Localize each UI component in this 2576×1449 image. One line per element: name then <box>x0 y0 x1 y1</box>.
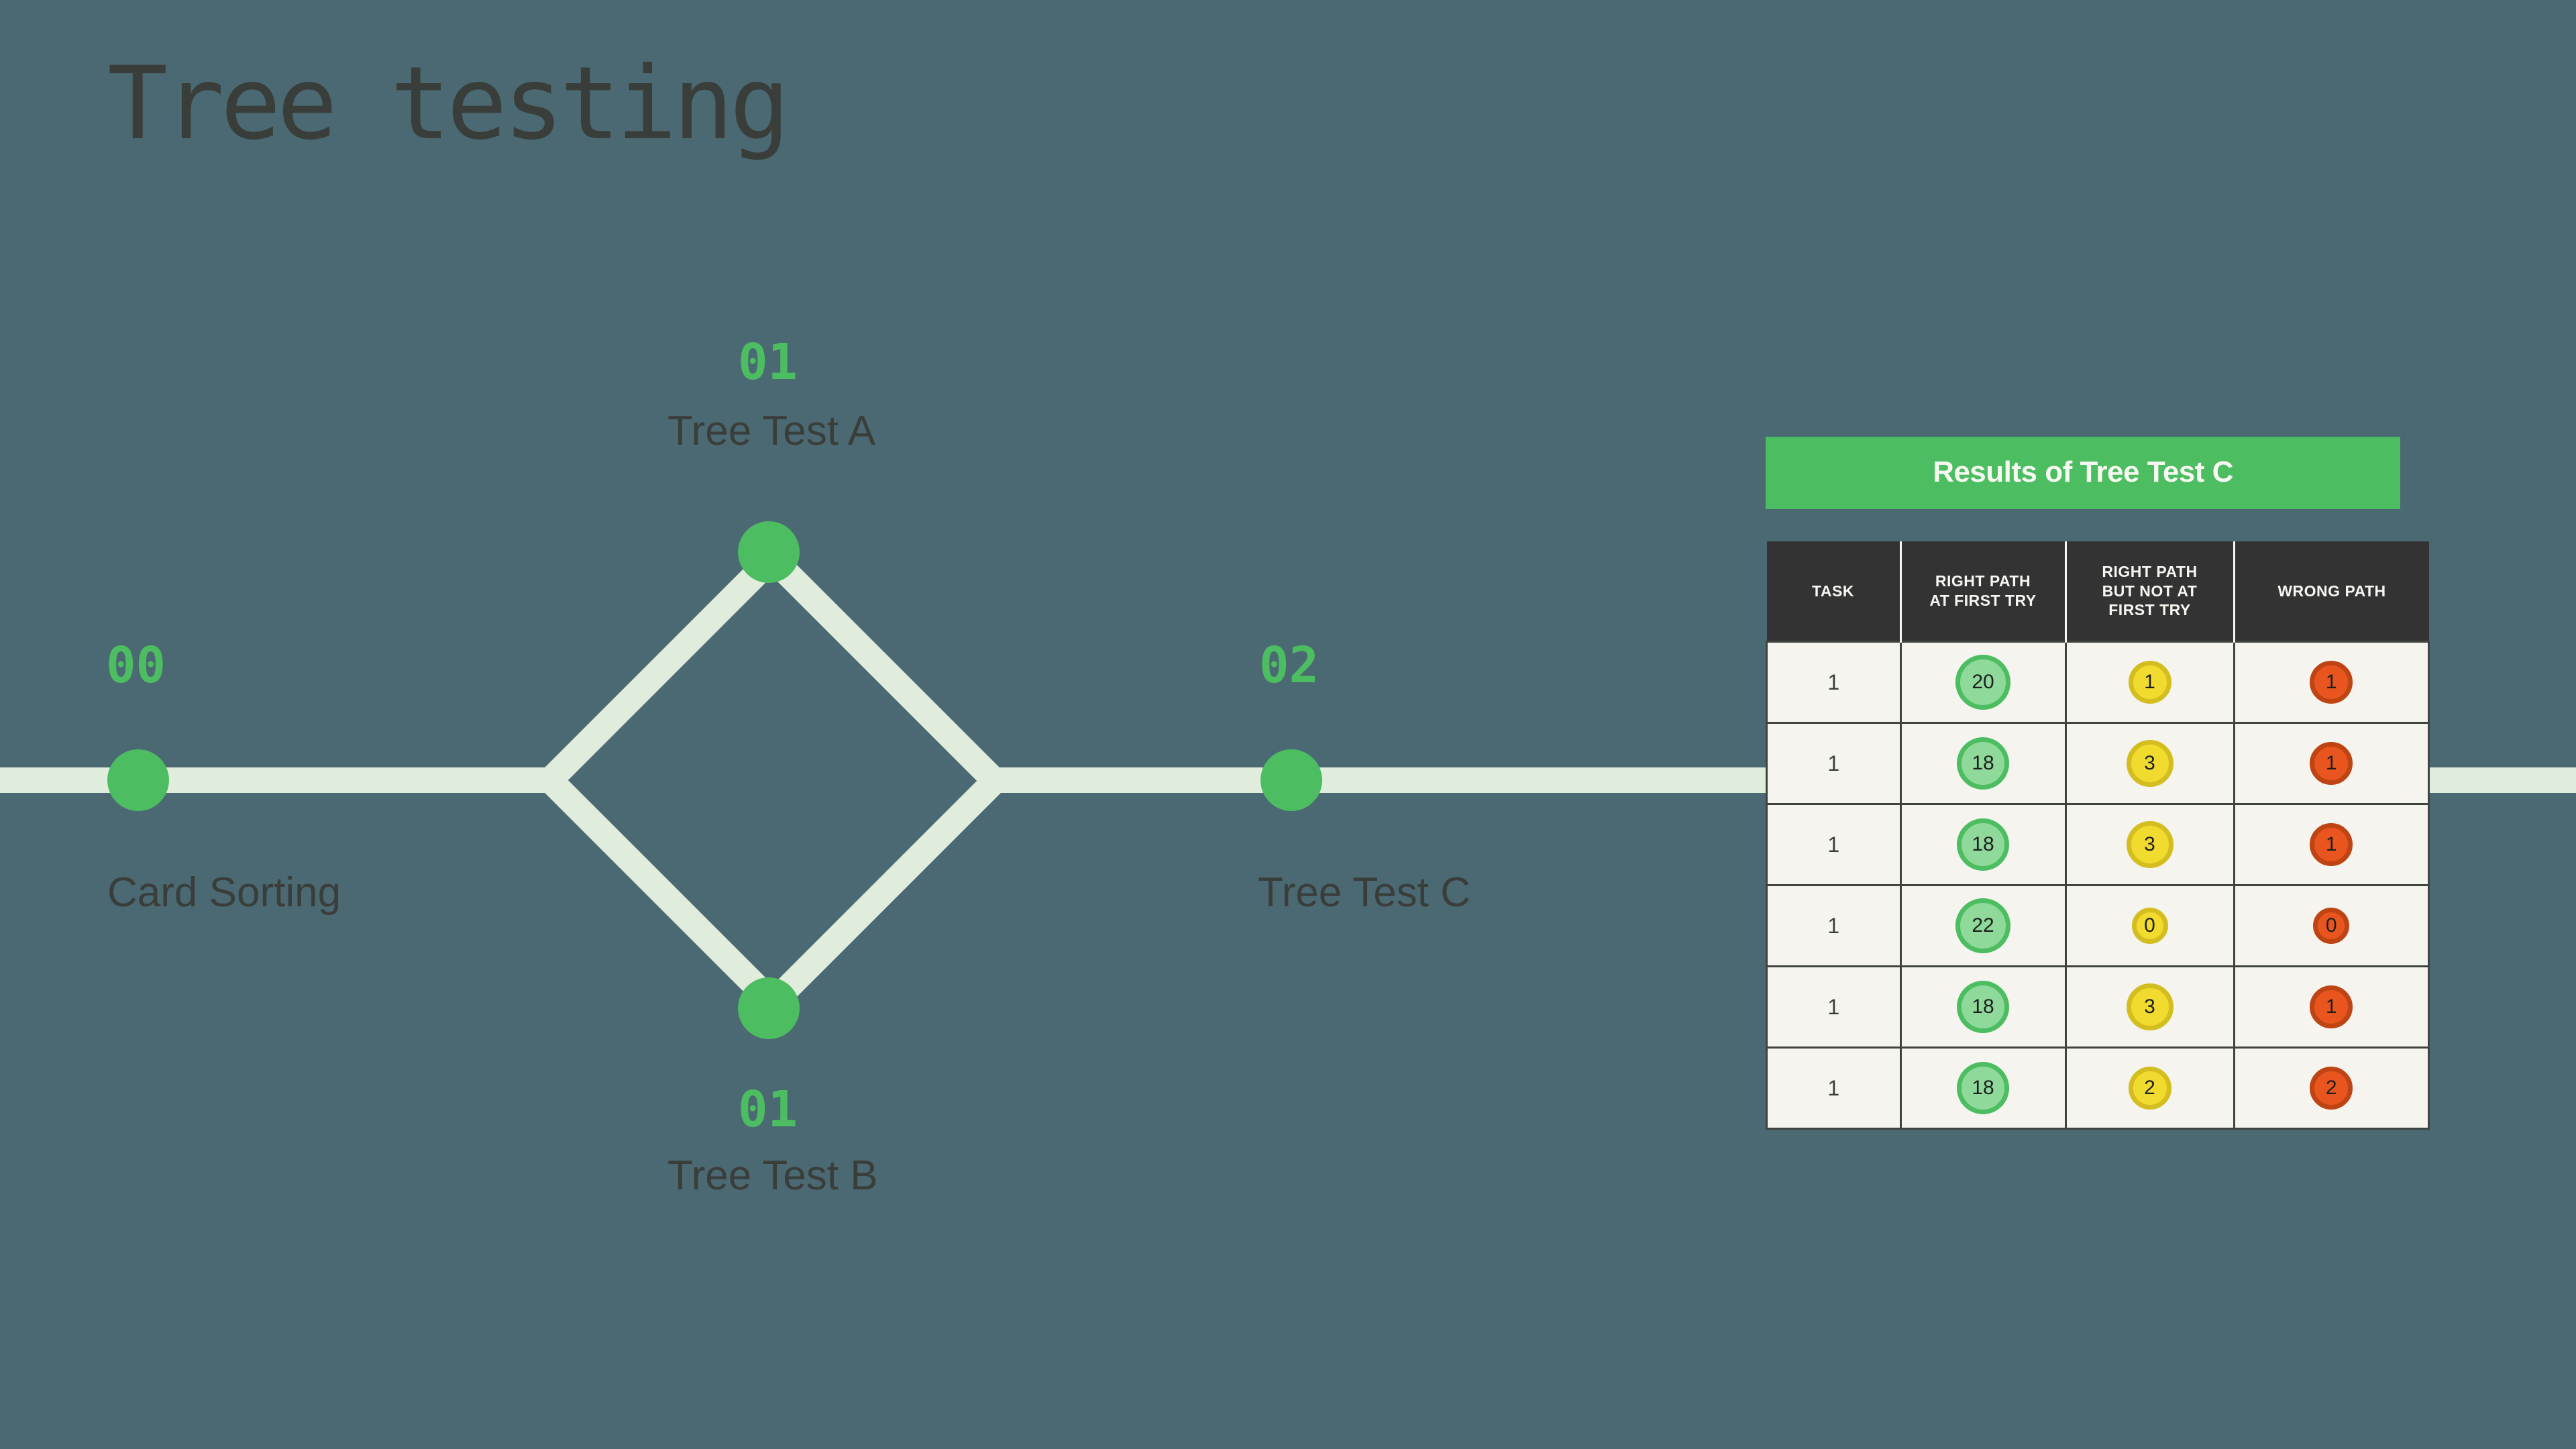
value-badge-orange: 1 <box>2310 823 2353 866</box>
timeline-node-tree-test-c[interactable] <box>1260 749 1322 811</box>
value-badge-orange: 0 <box>2313 908 2350 944</box>
cell-right-not-first: 3 <box>2064 803 2235 886</box>
table-row: 1 22 0 0 <box>1766 884 2430 967</box>
cell-wrong-path: 1 <box>2233 722 2430 805</box>
value-badge-green: 18 <box>1957 737 2009 790</box>
results-table: TASK RIGHT PATH AT FIRST TRY RIGHT PATH BU… <box>1766 541 2430 1130</box>
cell-wrong-path: 1 <box>2233 641 2430 724</box>
value-badge-orange: 2 <box>2310 1067 2353 1110</box>
value-badge-green: 18 <box>1957 981 2009 1033</box>
cell-right-first: 20 <box>1899 641 2067 724</box>
table-header-row: TASK RIGHT PATH AT FIRST TRY RIGHT PATH BU… <box>1766 541 2429 642</box>
timeline-rail-left <box>0 767 564 793</box>
cell-right-first: 18 <box>1899 1046 2067 1130</box>
cell-task: 1 <box>1766 722 1902 805</box>
value-badge-yellow: 0 <box>2131 908 2168 944</box>
column-header-task: TASK <box>1766 541 1902 642</box>
value-badge-yellow: 3 <box>2126 983 2174 1030</box>
timeline-branch-up-right <box>762 548 1004 790</box>
value-badge-green: 22 <box>1955 898 2010 953</box>
cell-task: 1 <box>1766 965 1902 1049</box>
value-badge-orange: 1 <box>2310 661 2353 704</box>
timeline-branch-down-right <box>762 772 1004 1014</box>
step-number-01a: 01 <box>738 333 798 391</box>
cell-right-not-first: 1 <box>2064 641 2235 724</box>
column-header-wrong-path: WRONG PATH <box>2233 541 2429 642</box>
step-label-card-sorting: Card Sorting <box>107 869 341 916</box>
cell-task: 1 <box>1766 1046 1902 1130</box>
cell-right-first: 22 <box>1899 884 2067 967</box>
column-header-line: AT FIRST TRY <box>1929 592 2037 609</box>
value-badge-orange: 1 <box>2310 985 2353 1028</box>
timeline-node-tree-test-b[interactable] <box>738 977 800 1039</box>
cell-wrong-path: 1 <box>2233 803 2430 886</box>
step-label-tree-test-b: Tree Test B <box>667 1152 878 1199</box>
column-header-line: WRONG PATH <box>2277 582 2386 600</box>
timeline-branch-down-left <box>541 771 782 1012</box>
cell-wrong-path: 0 <box>2233 884 2430 967</box>
table-row: 1 18 3 1 <box>1766 965 2430 1049</box>
value-badge-yellow: 3 <box>2126 821 2174 868</box>
value-badge-yellow: 3 <box>2126 740 2174 787</box>
cell-right-first: 18 <box>1899 722 2067 805</box>
step-number-02: 02 <box>1259 637 1320 694</box>
value-badge-green: 18 <box>1957 1062 2009 1114</box>
timeline-rail-middle <box>986 767 1778 793</box>
step-number-01b: 01 <box>738 1081 798 1138</box>
column-header-line: TASK <box>1812 582 1854 600</box>
cell-right-not-first: 0 <box>2064 884 2235 967</box>
page-title: Tree testing <box>107 46 790 162</box>
table-row: 1 20 1 1 <box>1766 641 2430 724</box>
step-label-tree-test-a: Tree Test A <box>667 408 876 454</box>
results-title: Results of Tree Test C <box>1766 437 2400 509</box>
cell-right-not-first: 3 <box>2064 965 2235 1049</box>
value-badge-orange: 1 <box>2310 742 2353 785</box>
cell-task: 1 <box>1766 884 1902 967</box>
step-label-tree-test-c: Tree Test C <box>1258 869 1470 916</box>
column-header-line: BUT NOT AT <box>2102 582 2198 600</box>
table-row: 1 18 3 1 <box>1766 722 2430 805</box>
value-badge-green: 18 <box>1957 818 2009 871</box>
timeline-node-card-sorting[interactable] <box>107 749 169 811</box>
value-badge-yellow: 2 <box>2128 1067 2171 1110</box>
column-header-right-first: RIGHT PATH AT FIRST TRY <box>1899 541 2067 642</box>
timeline-branch-up-left <box>541 548 782 790</box>
step-number-00: 00 <box>106 637 166 694</box>
column-header-line: RIGHT PATH <box>1935 572 2031 590</box>
cell-wrong-path: 1 <box>2233 965 2430 1049</box>
cell-task: 1 <box>1766 641 1902 724</box>
column-header-line: FIRST TRY <box>2108 601 2191 619</box>
column-header-line: RIGHT PATH <box>2102 562 2198 580</box>
results-panel: Results of Tree Test C TASK RIGHT PATH AT… <box>1766 437 2430 1130</box>
table-row: 1 18 3 1 <box>1766 803 2430 886</box>
timeline-node-tree-test-a[interactable] <box>738 521 800 583</box>
value-badge-green: 20 <box>1955 655 2010 710</box>
table-row: 1 18 2 2 <box>1766 1046 2430 1130</box>
cell-right-not-first: 2 <box>2064 1046 2235 1130</box>
cell-task: 1 <box>1766 803 1902 886</box>
value-badge-yellow: 1 <box>2128 661 2171 704</box>
cell-right-first: 18 <box>1899 803 2067 886</box>
cell-wrong-path: 2 <box>2233 1046 2430 1130</box>
cell-right-not-first: 3 <box>2064 722 2235 805</box>
cell-right-first: 18 <box>1899 965 2067 1049</box>
